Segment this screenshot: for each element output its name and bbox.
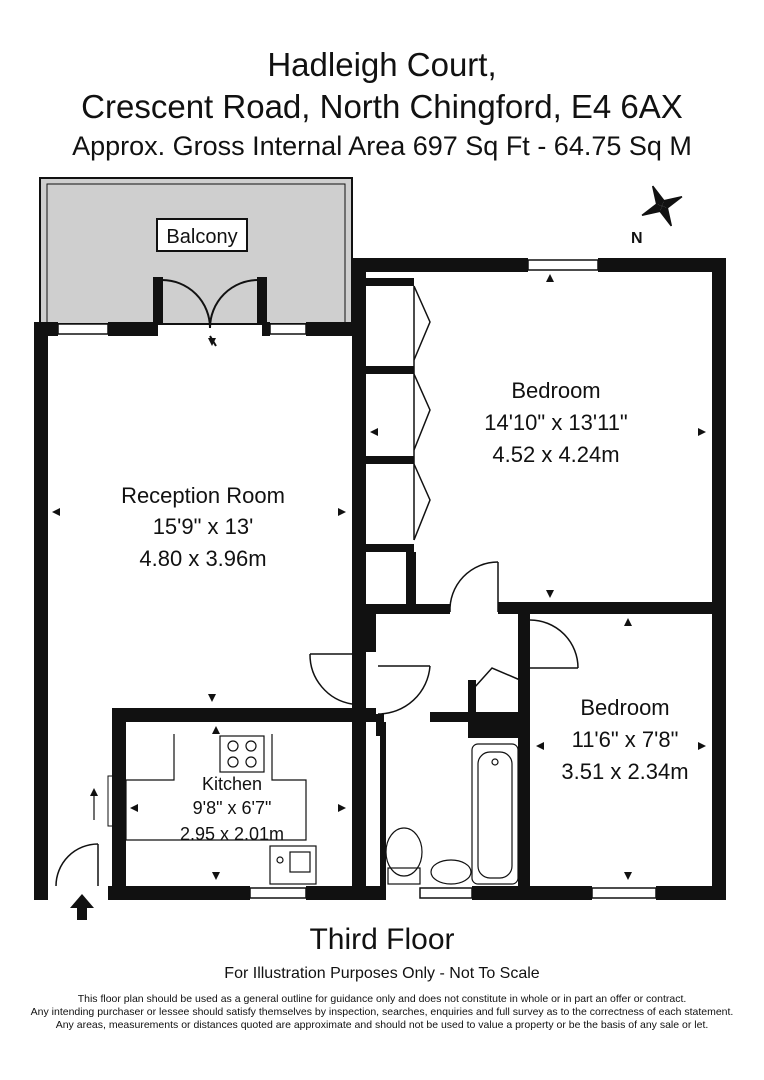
compass-rose-icon <box>641 185 683 227</box>
kitchen-name: Kitchen <box>202 774 262 794</box>
toilet-icon <box>385 827 423 877</box>
kitchen-fittings <box>125 734 317 885</box>
entrance-arrow-icon <box>70 894 94 920</box>
windows <box>57 259 657 899</box>
wardrobe-doors <box>413 285 431 541</box>
reception-room-imperial: 15'9" x 13' <box>153 514 254 539</box>
compass-north-label: N <box>631 230 643 247</box>
disclaimer-line-2: Any intending purchaser or lessee should… <box>30 1006 734 1018</box>
balcony-doors <box>153 277 267 347</box>
hob-icon <box>219 735 265 773</box>
interior-walls <box>112 278 726 892</box>
balcony-area <box>39 177 353 325</box>
disclaimer-line-1: This floor plan should be used as a gene… <box>77 993 687 1005</box>
address-line-1: Hadleigh Court, <box>267 46 497 83</box>
bedroom2-metric: 3.51 x 2.34m <box>561 759 688 784</box>
bedroom1-name: Bedroom <box>511 378 600 403</box>
kitchen-metric: 2.95 x 2.01m <box>180 824 284 844</box>
kitchen-imperial: 9'8" x 6'7" <box>193 798 272 818</box>
gross-area-line: Approx. Gross Internal Area 697 Sq Ft - … <box>72 131 692 161</box>
dimension-markers <box>52 274 706 880</box>
bedroom2-name: Bedroom <box>580 695 669 720</box>
bedroom1-imperial: 14'10" x 13'11" <box>484 410 628 435</box>
scale-note: For Illustration Purposes Only - Not To … <box>224 965 540 982</box>
balcony-label: Balcony <box>166 226 237 248</box>
floor-label: Third Floor <box>309 923 455 956</box>
sink-icon <box>269 845 317 885</box>
basin-icon <box>430 859 472 885</box>
bedroom2-imperial: 11'6" x 7'8" <box>572 727 679 752</box>
reception-room-metric: 4.80 x 3.96m <box>139 546 266 571</box>
disclaimer-line-3: Any areas, measurements or distances quo… <box>55 1019 709 1031</box>
interior-doors <box>55 561 579 887</box>
balcony-label-box <box>156 218 248 252</box>
address-line-2: Crescent Road, North Chingford, E4 6AX <box>81 88 683 125</box>
bathroom-fittings <box>385 743 519 885</box>
reception-room-name: Reception Room <box>121 483 285 508</box>
bedroom1-metric: 4.52 x 4.24m <box>492 442 619 467</box>
bath-icon <box>471 743 519 885</box>
exterior-walls <box>34 258 726 900</box>
